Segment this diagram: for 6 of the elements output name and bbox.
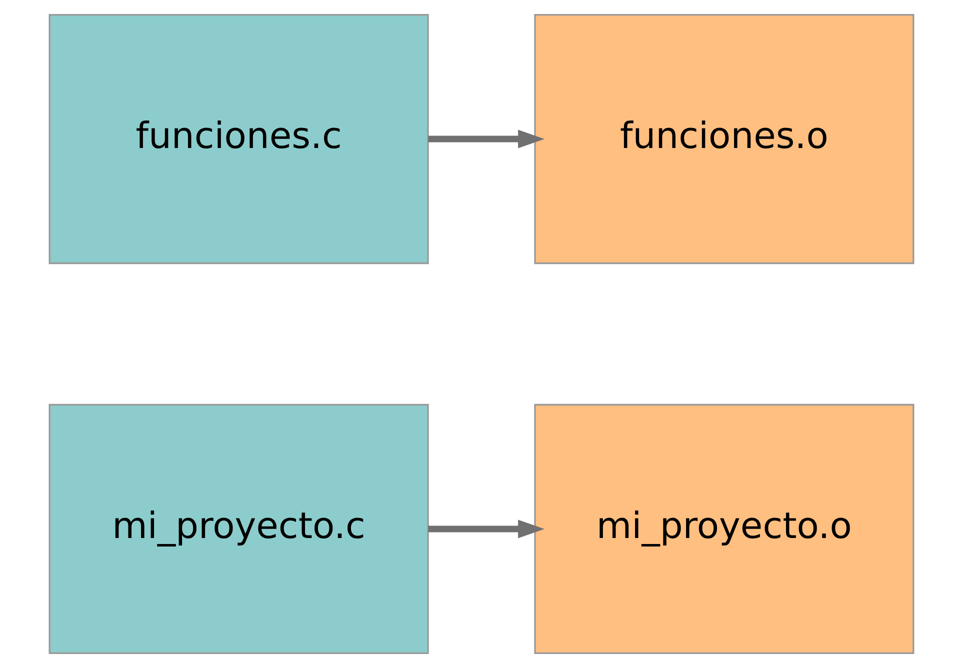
node-box: mi_proyecto.c <box>48 404 429 654</box>
node-box: mi_proyecto.o <box>534 404 914 654</box>
node-box: funciones.c <box>48 14 429 264</box>
arrow <box>428 130 544 148</box>
node-box: funciones.o <box>534 14 914 264</box>
arrow <box>428 520 544 538</box>
